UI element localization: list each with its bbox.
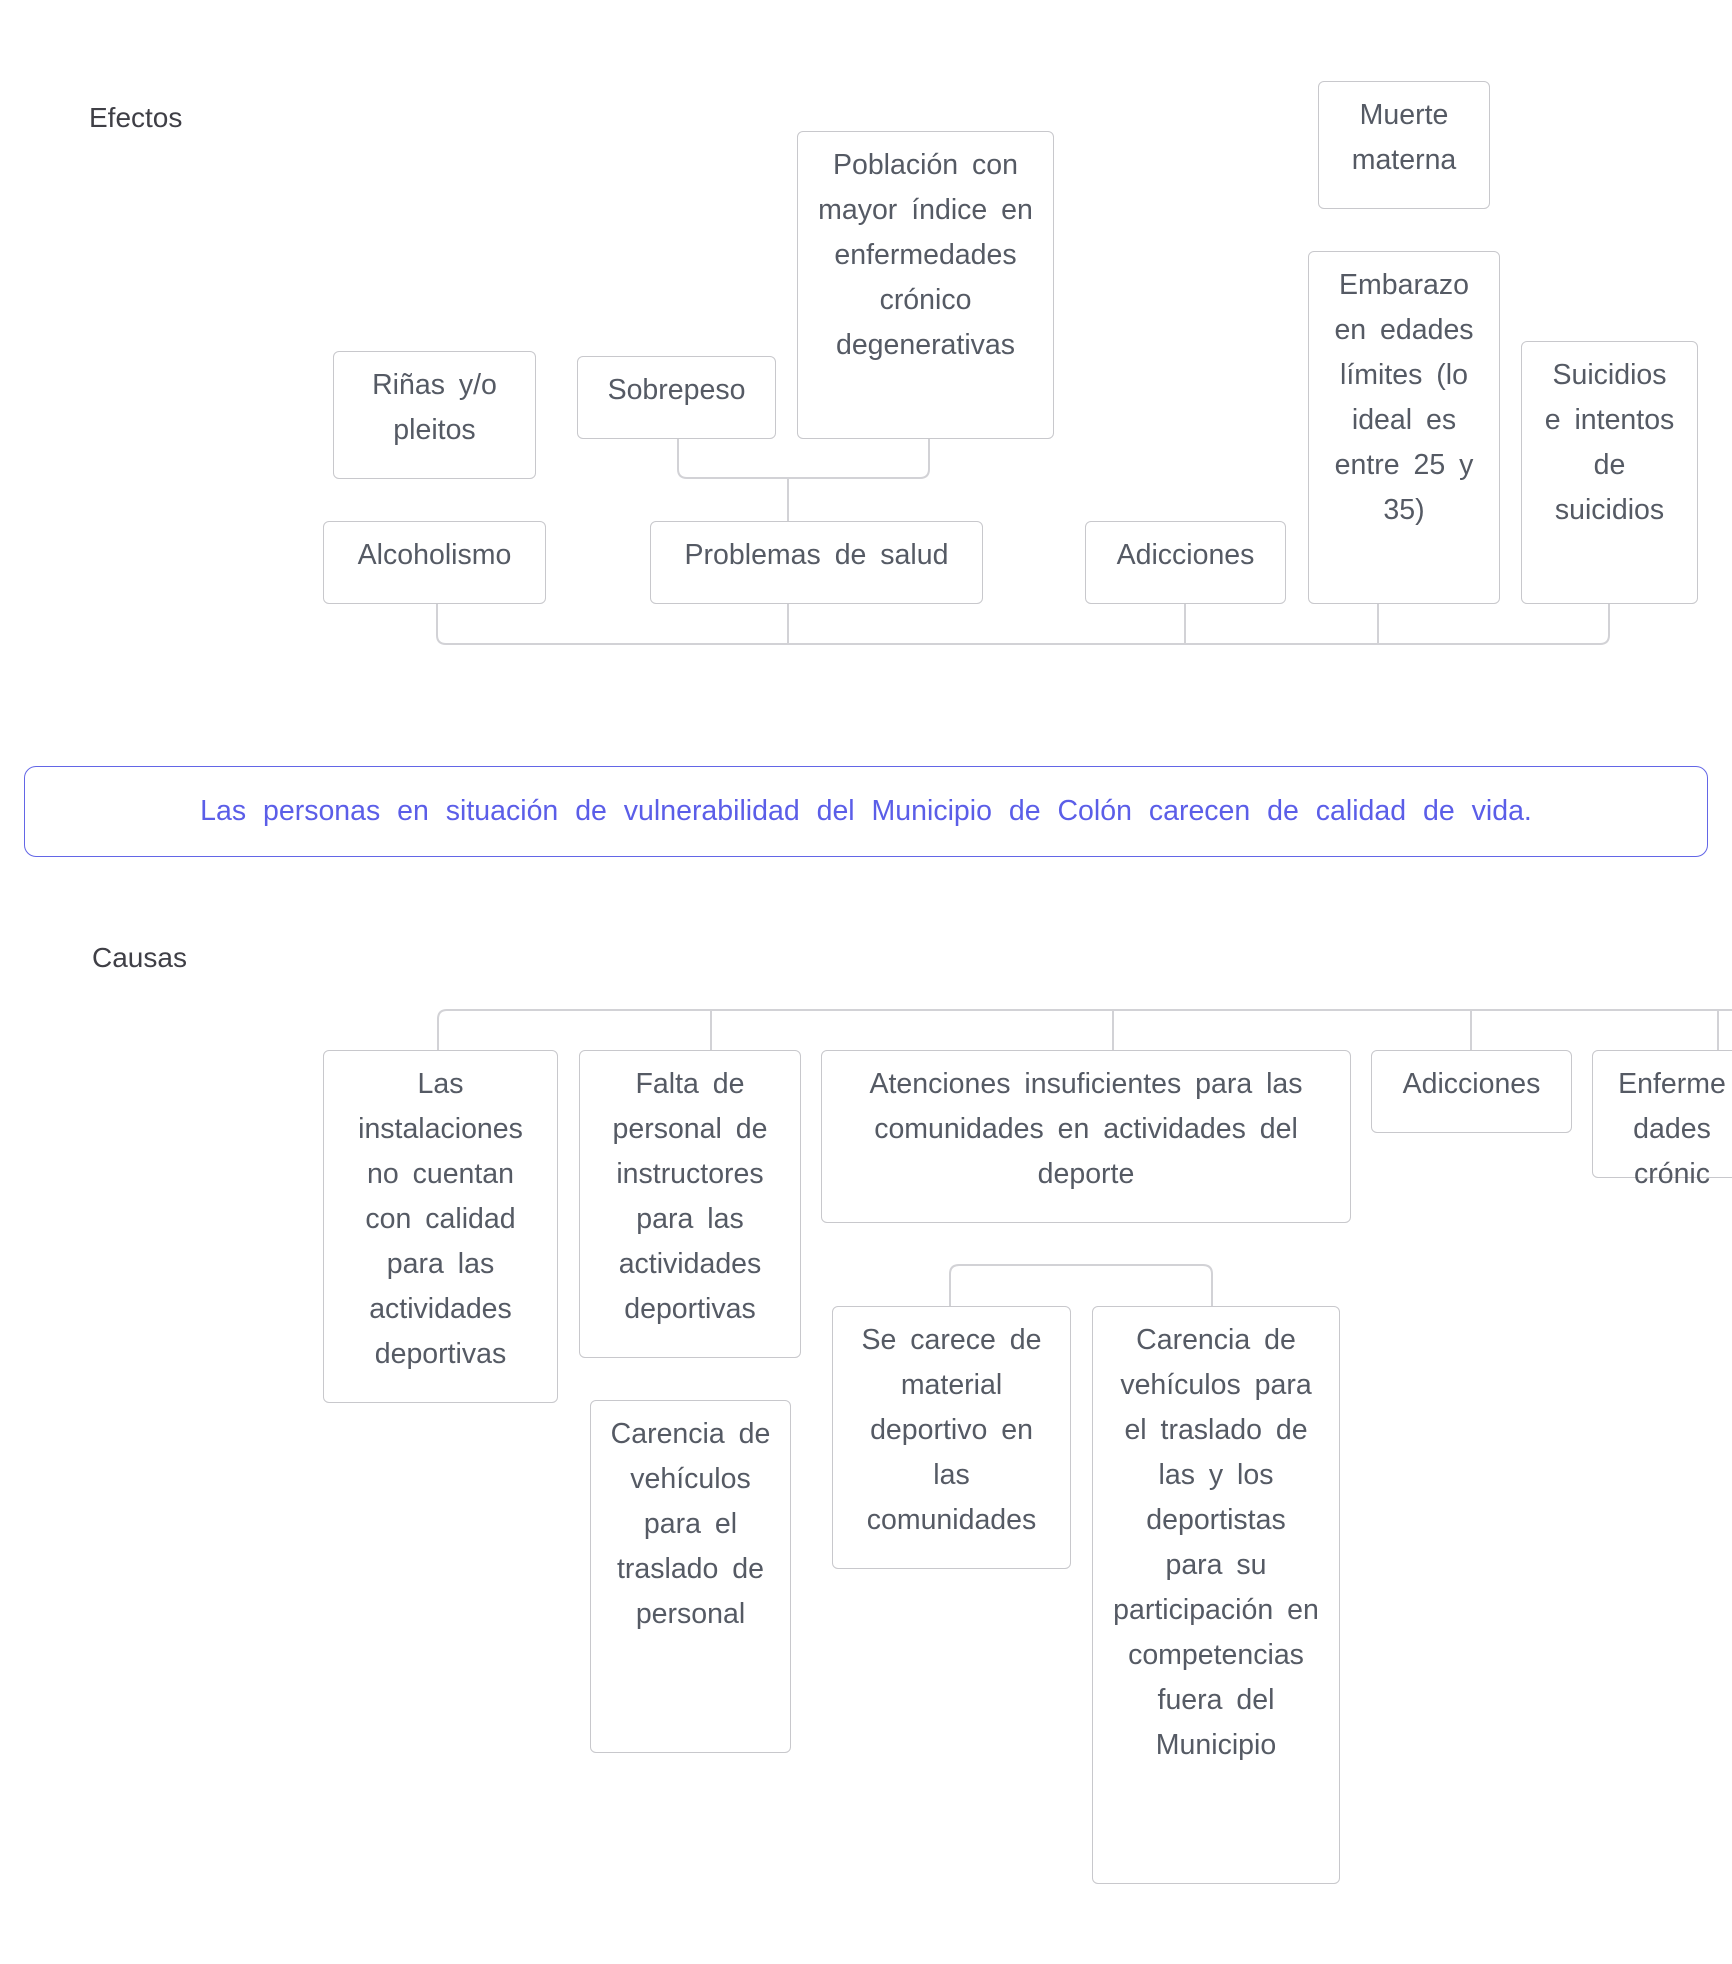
effect-node-poblacion-enfermedades: Población con mayor índice en enfermedad… [797,131,1054,439]
effect-node-suicidios: Suicidios e intentos de suicidios [1521,341,1698,604]
cause-node-carencia-vehiculos-personal: Carencia de vehículos para el traslado d… [590,1400,791,1753]
causes-section-label: Causas [92,942,187,973]
health-effects-connector [677,439,930,479]
cause-node-instalaciones: Las instalaciones no cuentan con calidad… [323,1050,558,1403]
effects-section-label: Efectos [89,102,183,133]
cause-node-enfermedades: Enfermedades crónic [1592,1050,1732,1190]
effect-node-muerte-materna: Muerte materna [1318,81,1490,209]
causes-main-connector [437,1009,1732,1050]
effect-node-problemas-salud: Problemas de salud [650,521,983,604]
effect-node-alcoholismo: Alcoholismo [323,521,546,604]
attention-causes-connector [949,1264,1213,1306]
cause-node-carencia-vehiculos-deportistas: Carencia de vehículos para el traslado d… [1092,1306,1340,1884]
effect-node-adicciones: Adicciones [1085,521,1286,604]
effect-node-sobrepeso: Sobrepeso [577,356,776,439]
cause-node-atenciones: Atenciones insuficientes para las comuni… [821,1050,1351,1223]
cause-node-adicciones: Adicciones [1371,1050,1572,1133]
central-problem-text: Las personas en situación de vulnerabili… [200,795,1532,827]
effect-node-rinas: Riñas y/o pleitos [333,351,536,479]
cause-node-material-deportivo: Se carece de material deportivo en las c… [832,1306,1071,1569]
cause-node-falta-personal: Falta de personal de instructores para l… [579,1050,801,1358]
effect-node-embarazo: Embarazo en edades límites (lo ideal es … [1308,251,1500,604]
central-problem: Las personas en situación de vulnerabili… [24,766,1708,857]
effects-main-connector [436,604,1610,645]
